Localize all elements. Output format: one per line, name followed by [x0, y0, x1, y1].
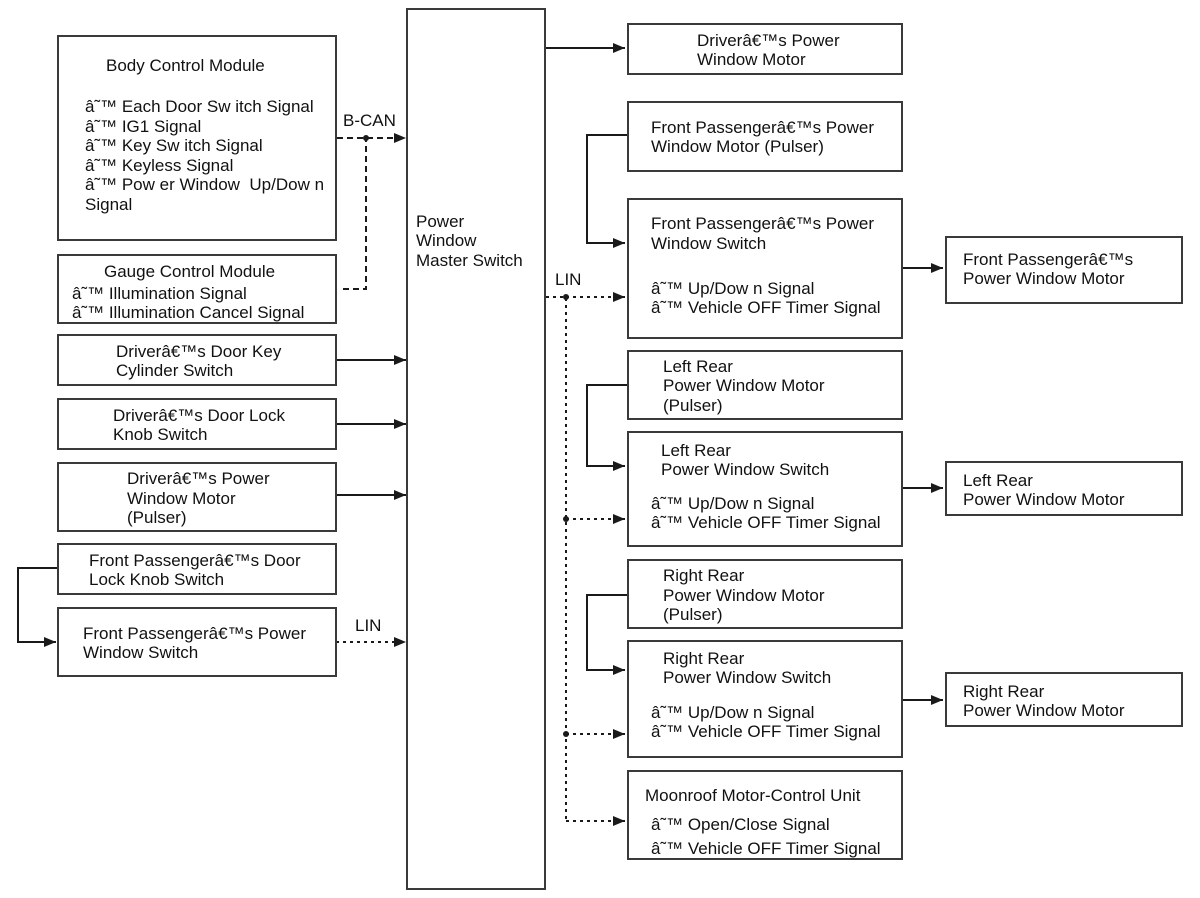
- fp-lock-knob-line2: Lock Knob Switch: [89, 570, 225, 589]
- key-cylinder-line2: Cylinder Switch: [116, 361, 234, 380]
- bcan-line-gauge: [343, 138, 367, 290]
- fp-switch-line1: Front Passengerâ€™s Power: [651, 214, 874, 233]
- fp-lock-knob-line1: Front Passengerâ€™s Door: [89, 551, 301, 570]
- rr-window-motor-pulser-block: [627, 559, 903, 629]
- lr-switch-line1: Left Rear: [661, 441, 731, 460]
- rr-motor-line1: Right Rear: [963, 682, 1045, 701]
- bcm-signal-ig1: â˜™ IG1 Signal: [85, 117, 202, 136]
- fp-window-switch-block: [627, 198, 903, 339]
- moonroof-signal-timer: â˜™ Vehicle OFF Timer Signal: [651, 839, 881, 858]
- gauge-title: Gauge Control Module: [104, 262, 276, 281]
- lr-motor-line2: Power Window Motor: [963, 490, 1125, 509]
- fp-switch-signal-timer: â˜™ Vehicle OFF Timer Signal: [651, 298, 881, 317]
- lr-window-motor-pulser-block: [627, 350, 903, 420]
- lr-switch-signal-timer: â˜™ Vehicle OFF Timer Signal: [651, 513, 881, 532]
- fp-lock-to-switch-line: [17, 567, 58, 647]
- fp-switch-left-line1: Front Passengerâ€™s Power: [83, 624, 306, 643]
- fp-window-switch-left-block: [57, 607, 337, 677]
- bcm-signal-keyless: â˜™ Keyless Signal: [85, 156, 234, 175]
- fp-switch-signal-updown: â˜™ Up/Dow n Signal: [651, 279, 815, 298]
- lin-label-right: LIN: [555, 270, 582, 289]
- drv-motor-line1: Driverâ€™s Power: [697, 31, 840, 50]
- lr-window-switch-block: [627, 431, 903, 547]
- lin-junction-dot-2: [563, 516, 569, 522]
- rr-switch-line1: Right Rear: [663, 649, 745, 668]
- lr-switch-signal-updown: â˜™ Up/Dow n Signal: [651, 494, 815, 513]
- fp-window-motor-block: [945, 236, 1183, 304]
- fp-switch-line2: Window Switch: [651, 234, 767, 253]
- fp-motor-line1: Front Passengerâ€™s: [963, 250, 1134, 269]
- rr-pulser-line3: (Pulser): [663, 605, 723, 624]
- rr-switch-line2: Power Window Switch: [663, 668, 832, 687]
- fp-switch-left-line2: Window Switch: [83, 643, 199, 662]
- lin-junction-dot-3: [563, 731, 569, 737]
- key-cylinder-line1: Driverâ€™s Door Key: [116, 342, 282, 361]
- rr-switch-signal-updown: â˜™ Up/Dow n Signal: [651, 703, 815, 722]
- fp-pulser-loop: [586, 134, 628, 248]
- bcan-label: B-CAN: [343, 111, 396, 130]
- drv-motor-line2: Window Motor: [697, 50, 806, 69]
- gauge-control-module-block: [57, 254, 337, 324]
- gauge-signal-illumination-cancel: â˜™ Illumination Cancel Signal: [72, 303, 305, 322]
- bcan-junction-dot: [363, 135, 369, 141]
- fp-motor-line2: Power Window Motor: [963, 269, 1125, 288]
- body-control-module-block: [57, 35, 337, 241]
- lr-pulser-line2: Power Window Motor: [663, 376, 825, 395]
- driver-lock-knob-switch-block: [57, 398, 337, 450]
- rr-pulser-line2: Power Window Motor: [663, 586, 825, 605]
- rr-window-switch-block: [627, 640, 903, 758]
- rr-motor-line2: Power Window Motor: [963, 701, 1125, 720]
- driver-key-cylinder-switch-block: [57, 334, 337, 386]
- rr-window-motor-block: [945, 672, 1183, 727]
- lr-motor-line1: Left Rear: [963, 471, 1033, 490]
- drv-pulser-line3: (Pulser): [127, 508, 187, 527]
- bcm-signal-window-updown-cont: Signal: [85, 195, 133, 214]
- lr-pulser-line3: (Pulser): [663, 396, 723, 415]
- lin-junction-dot-1: [563, 294, 569, 300]
- lin-label-left: LIN: [355, 616, 382, 635]
- bcm-signal-door-switch: â˜™ Each Door Sw itch Signal: [85, 97, 314, 116]
- bcm-signal-key-switch: â˜™ Key Sw itch Signal: [85, 136, 263, 155]
- lr-window-motor-block: [945, 461, 1183, 516]
- lr-switch-line2: Power Window Switch: [661, 460, 830, 479]
- driver-window-motor-pulser-block: [57, 462, 337, 532]
- fp-pulser-line1: Front Passengerâ€™s Power: [651, 118, 874, 137]
- rr-switch-signal-timer: â˜™ Vehicle OFF Timer Signal: [651, 722, 881, 741]
- master-line1: Power: [416, 212, 465, 231]
- bcm-signal-window-updown: â˜™ Pow er Window Up/Dow n: [85, 175, 325, 194]
- lock-knob-line2: Knob Switch: [113, 425, 208, 444]
- rr-pulser-line1: Right Rear: [663, 566, 745, 585]
- moonroof-signal-open-close: â˜™ Open/Close Signal: [651, 815, 830, 834]
- master-line2: Window: [416, 231, 477, 250]
- drv-pulser-line1: Driverâ€™s Power: [127, 469, 270, 488]
- lr-pulser-line1: Left Rear: [663, 357, 733, 376]
- fp-lock-knob-switch-block: [57, 543, 337, 595]
- lock-knob-line1: Driverâ€™s Door Lock: [113, 406, 285, 425]
- fp-pulser-line2: Window Motor (Pulser): [651, 137, 824, 156]
- bcm-title: Body Control Module: [106, 56, 265, 75]
- fp-window-motor-pulser-block: [627, 101, 903, 172]
- lr-pulser-loop: [586, 384, 628, 471]
- driver-window-motor-block: [627, 23, 903, 75]
- master-line3: Master Switch: [416, 251, 523, 270]
- moonroof-control-unit-block: [627, 770, 903, 860]
- lin-right-bus: [546, 296, 567, 821]
- moonroof-title: Moonroof Motor-Control Unit: [645, 786, 861, 805]
- rr-pulser-loop: [586, 594, 628, 675]
- drv-pulser-line2: Window Motor: [127, 489, 236, 508]
- power-window-master-switch-block: [406, 8, 546, 890]
- gauge-signal-illumination: â˜™ Illumination Signal: [72, 284, 247, 303]
